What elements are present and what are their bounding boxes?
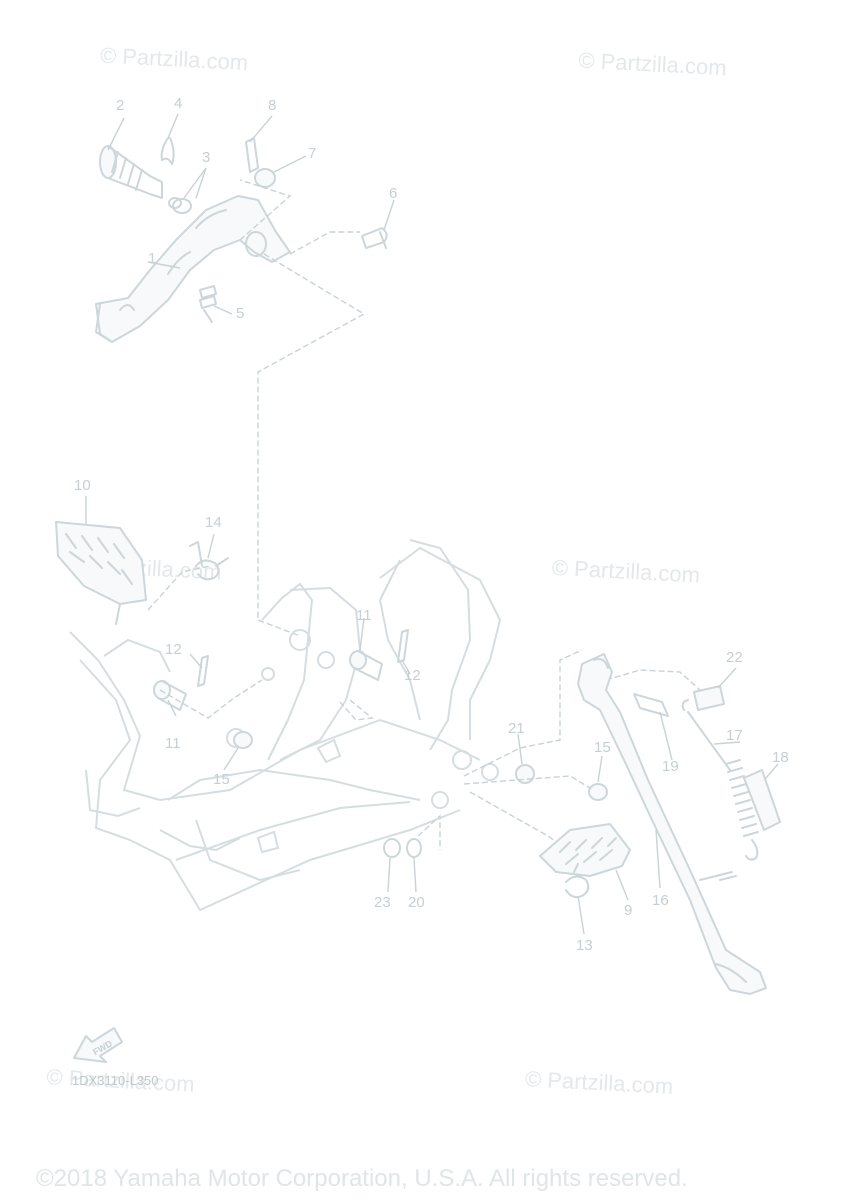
callout-number: 14 [205, 514, 222, 531]
callout-number: 11 [356, 607, 372, 624]
pin-8 [245, 137, 259, 173]
sidestand-16 [577, 653, 767, 995]
copyright-notice: ©2018 Yamaha Motor Corporation, U.S.A. A… [36, 1165, 688, 1192]
callout-number: 6 [389, 185, 397, 202]
pedal-leaders [239, 179, 366, 637]
collar-7 [254, 168, 276, 188]
washer-3b [168, 197, 182, 209]
watermark: © Partzilla.com [524, 1066, 673, 1099]
callout-number: 2 [116, 97, 124, 114]
callout-number: 12 [165, 641, 182, 658]
callout-number: 10 [74, 477, 91, 494]
callout-number: 5 [236, 305, 244, 322]
bracket-22 [693, 685, 725, 711]
callout-number: 9 [624, 902, 632, 919]
cover-18 [743, 769, 781, 831]
washer-20 [406, 838, 422, 858]
cotter-pin-12-left [197, 655, 209, 687]
callout-number: 1 [148, 250, 156, 267]
callout-number: 12 [404, 667, 421, 684]
fwd-arrow-icon: FWD [73, 1027, 123, 1063]
pivot-bolt-2 [99, 145, 163, 199]
watermark: © Partzilla.com [578, 48, 727, 81]
callout-number: 4 [174, 95, 182, 112]
callout-number: 20 [408, 894, 425, 911]
cotter-pin-12-right [397, 629, 409, 663]
callout-number: 21 [508, 720, 525, 737]
frame-leaders [147, 565, 701, 853]
spring-5 [199, 285, 217, 323]
callout-numbers: 1 2 3 4 5 6 7 8 9 10 11 11 12 12 13 14 1… [74, 95, 789, 954]
callout-number: 11 [165, 735, 181, 752]
pin-6 [361, 227, 388, 249]
callout-number: 15 [594, 739, 611, 756]
washer-3 [172, 198, 192, 214]
pin-11-left [153, 680, 187, 711]
callout-number: 7 [308, 145, 316, 162]
cotter-pin-4 [160, 137, 175, 165]
callout-leaders [85, 113, 779, 935]
callout-number: 19 [662, 758, 679, 775]
brake-pedal-1 [95, 195, 291, 343]
collar-15-left [233, 731, 253, 749]
callout-number: 16 [652, 892, 669, 909]
callout-number: 17 [726, 727, 743, 744]
watermark: © Partzilla.com [99, 43, 248, 76]
callout-number: 13 [576, 937, 593, 954]
footrest-10 [55, 521, 147, 625]
washer-23 [383, 838, 401, 858]
spring-17 [681, 699, 759, 861]
bolt-19 [633, 693, 669, 717]
watermark: © Partzilla.com [551, 555, 700, 588]
pin-11-right [349, 650, 383, 681]
callout-number: 3 [202, 149, 210, 166]
footrest-9 [539, 823, 631, 877]
callout-number: 15 [213, 771, 230, 788]
collar-15-right [588, 783, 608, 801]
frame [69, 539, 502, 912]
spring-14 [189, 541, 229, 581]
callout-number: 8 [268, 97, 276, 114]
brake-pedal-assembly [95, 137, 388, 343]
callout-number: 18 [772, 749, 789, 766]
callout-number: 22 [726, 649, 743, 666]
callout-number: 23 [374, 894, 391, 911]
spring-13 [565, 863, 590, 899]
diagram-code: 1DX3110-L350 [72, 1073, 159, 1088]
